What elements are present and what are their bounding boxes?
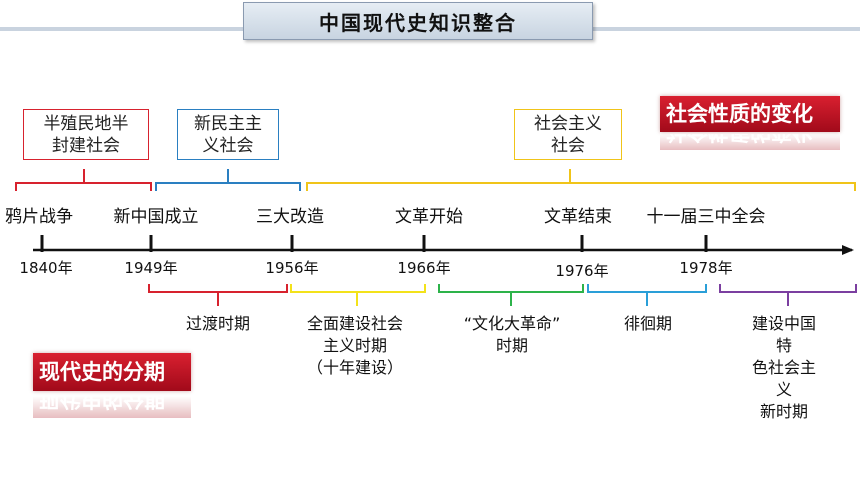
period-text: 徘徊期: [623, 314, 673, 333]
bracket-semicolonial: [15, 169, 152, 191]
period-label: 全面建设社会 主义时期 （十年建设）: [307, 313, 403, 379]
nature-box-new-democratic: 新民主主 义社会: [177, 109, 279, 160]
event-label: 文革结束: [544, 207, 612, 227]
year-label: 1956年: [265, 259, 319, 277]
event-label: 新中国成立: [113, 207, 199, 227]
year-label: 1976年: [555, 262, 609, 280]
nature-box-socialist: 社会主义 社会: [514, 109, 622, 160]
year-label: 1978年: [679, 259, 733, 277]
label-nature-change: 社会性质的变化: [660, 96, 840, 132]
period-label: 建设中国特 色社会主义 新时期: [746, 313, 822, 423]
year-label: 1840年: [19, 259, 73, 277]
event-label: 文革开始: [395, 207, 463, 227]
period-label: “文化大革命” 时期: [464, 313, 561, 357]
period-text: 建设中国特 色社会主义 新时期: [751, 314, 816, 421]
bracket-new-era: [719, 284, 857, 306]
event-label: 十一届三中全会: [646, 207, 766, 227]
period-label: 过渡时期: [186, 313, 250, 335]
page-title: 中国现代史知识整合: [243, 2, 593, 40]
period-text: 全面建设社会 主义时期 （十年建设）: [306, 314, 404, 377]
period-text: 过渡时期: [185, 314, 251, 333]
period-label: 徘徊期: [624, 313, 672, 335]
bracket-transition: [148, 284, 288, 306]
bracket-ten-years: [290, 284, 426, 306]
bracket-hesitation: [587, 284, 707, 306]
bracket-cultural-revolution: [438, 284, 584, 306]
nature-box-semicolonial: 半殖民地半 封建社会: [23, 109, 149, 160]
label-periodization: 现代史的分期: [33, 353, 191, 391]
nature-box-label: 新民主主 义社会: [194, 113, 262, 156]
bracket-socialist: [306, 169, 856, 191]
bracket-new-democratic: [155, 169, 301, 191]
nature-box-label: 半殖民地半 封建社会: [43, 113, 129, 156]
title-rule-left: [0, 27, 243, 31]
period-text: “文化大革命” 时期: [463, 314, 561, 355]
event-label: 鸦片战争: [5, 207, 73, 227]
year-label: 1949年: [124, 259, 178, 277]
year-label: 1966年: [397, 259, 451, 277]
event-label: 三大改造: [256, 207, 324, 227]
nature-box-label: 社会主义 社会: [534, 113, 602, 156]
title-rule-right: [593, 27, 860, 31]
axis-ticks: [40, 235, 708, 252]
